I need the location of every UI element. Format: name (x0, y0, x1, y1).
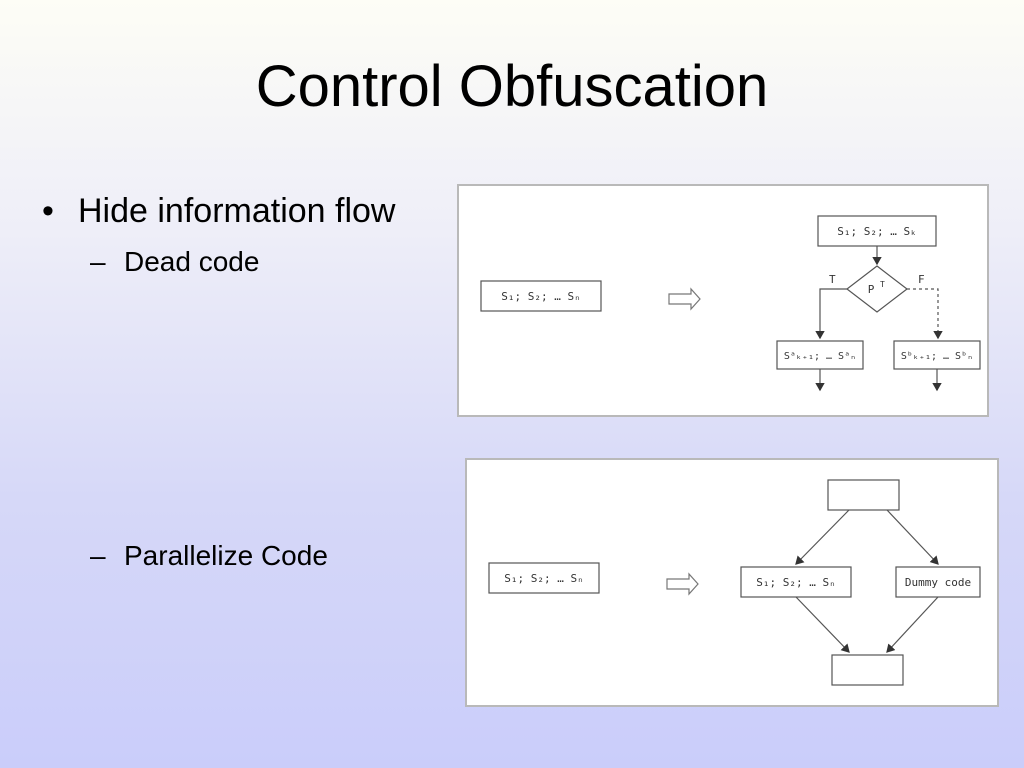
source-code-label: S₁; S₂; … Sₙ (501, 290, 580, 303)
predicate-label: P (868, 283, 875, 296)
source-code-box (488, 562, 600, 594)
true-branch-arrow (815, 288, 847, 340)
sub-item-dead-code: –Dead code (90, 246, 259, 278)
sub-item-label: Parallelize Code (124, 540, 328, 571)
slide-title: Control Obfuscation (255, 54, 769, 119)
source-code-box (480, 280, 602, 312)
join-right-arrow (886, 596, 939, 653)
sub-item-parallelize: –Parallelize Code (90, 540, 328, 572)
fork-left-arrow (795, 509, 850, 565)
true-branch-label: T (829, 273, 836, 286)
bullet-marker: • (42, 192, 54, 230)
join-box (831, 654, 904, 686)
false-branch-arrow (907, 288, 943, 340)
predicate-superscript: T (880, 280, 885, 289)
transform-arrow-icon (668, 287, 701, 311)
dummy-code-label: Dummy code (905, 576, 971, 589)
source-code-label: S₁; S₂; … Sₙ (504, 572, 583, 585)
parallelize-diagram: S₁; S₂; … Sₙ S₁; S₂; … Sₙ Dummy code (465, 458, 999, 707)
original-code-label: S₁; S₂; … Sₙ (756, 576, 835, 589)
join-left-arrow (795, 596, 850, 653)
false-branch-code: Sᵇₖ₊₁; … Sᵇₙ (901, 351, 973, 362)
dead-code-diagram: S₁; S₂; … Sₙ S₁; S₂; … Sₖ P T T F Sᵃₖ₊₁;… (457, 184, 989, 417)
fork-right-arrow (886, 509, 939, 565)
sub-item-label: Dead code (124, 246, 260, 277)
prefix-code-label: S₁; S₂; … Sₖ (837, 225, 916, 238)
dash-marker: – (90, 246, 106, 277)
fork-box (827, 479, 900, 511)
dash-marker: – (90, 540, 106, 571)
bullet-item: • Hide information flow (42, 192, 395, 231)
false-branch-label: F (918, 273, 925, 286)
true-branch-code: Sᵃₖ₊₁; … Sᵃₙ (784, 351, 856, 362)
transform-arrow-icon (666, 572, 699, 596)
opaque-predicate-diamond (846, 265, 908, 313)
bullet-text: Hide information flow (78, 192, 396, 230)
